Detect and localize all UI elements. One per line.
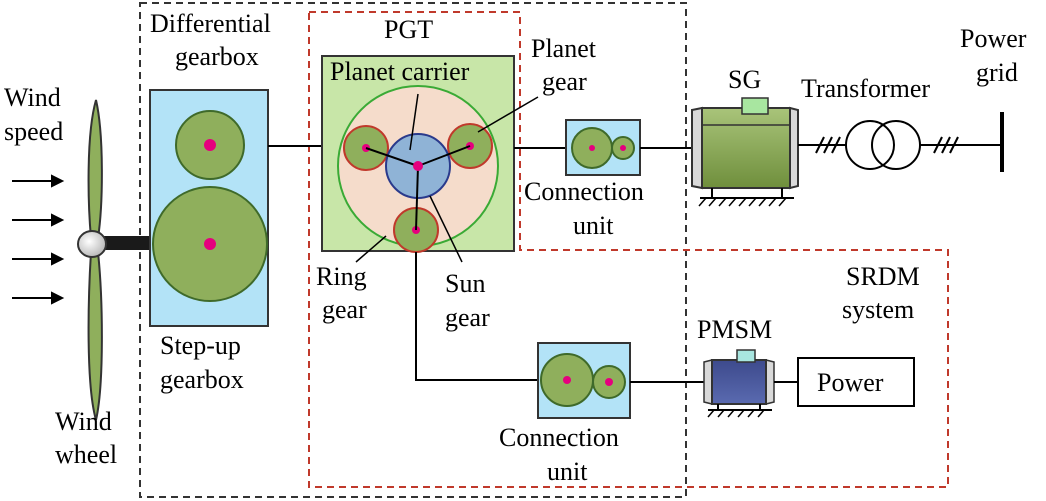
connection-unit-bottom-label-2: unit [547,457,588,486]
connection-unit-bottom-label-1: Connection [499,423,619,452]
transformer-symbol [845,120,921,170]
srdm-system-boundary [308,11,949,488]
power-label: Power [817,368,884,397]
power-grid-label-2: grid [976,58,1018,87]
step-up-gearbox-label-1: Step-up [160,331,241,360]
wind-wheel [77,99,154,421]
wind-wheel-label-1: Wind [55,407,112,436]
ring-gear-label-2: gear [322,295,367,324]
connection-unit-top-label-1: Connection [524,177,644,206]
sg-generator [691,97,799,207]
step-up-gearbox [149,89,269,327]
transformer-label: Transformer [801,74,930,103]
srdm-system-label-1: SRDM [846,262,920,291]
srdm-system-label-2: system [842,295,914,324]
sg-label: SG [728,65,761,94]
differential-gearbox-label-2: gearbox [175,42,259,71]
wind-speed-label-2: speed [4,117,63,146]
wind-speed-label-1: Wind [4,83,61,112]
sg-terminal-box [741,97,769,115]
wind-arrows [12,174,65,305]
connection-unit-top [565,119,641,176]
power-box [797,357,915,407]
sun-gear-leader [429,195,463,263]
step-up-gearbox-label-2: gearbox [160,365,244,394]
planet-gear-label-1: Planet [531,34,597,63]
planet-carrier-leader [409,93,419,151]
pgt [321,55,539,263]
connection-unit-top-label-2: unit [573,211,614,240]
sun-gear-label-1: Sun [445,269,485,298]
pmsm-label: PMSM [697,315,772,344]
planet-carrier-arms [365,145,471,231]
grid-connection-line [798,136,1000,154]
text-labels: Wind speed Wind wheel Differential gearb… [4,9,1027,486]
shaft-pgt-connection-bottom [415,252,538,381]
planet-carrier-label: Planet carrier [330,57,470,86]
power-grid-label-1: Power [960,24,1027,53]
pmsm-motor [703,349,775,418]
differential-gearbox-label-1: Differential [150,9,271,38]
pmsm-terminal-box [736,349,756,363]
sun-gear-label-2: gear [445,303,490,332]
ring-gear-label-1: Ring [316,262,367,291]
pgt-label: PGT [384,15,433,44]
wind-wheel-label-2: wheel [55,440,117,469]
connection-unit-bottom [537,342,631,419]
planet-gear-leader [477,96,539,133]
ring-gear-leader [355,235,387,263]
planet-gear-label-2: gear [542,67,587,96]
